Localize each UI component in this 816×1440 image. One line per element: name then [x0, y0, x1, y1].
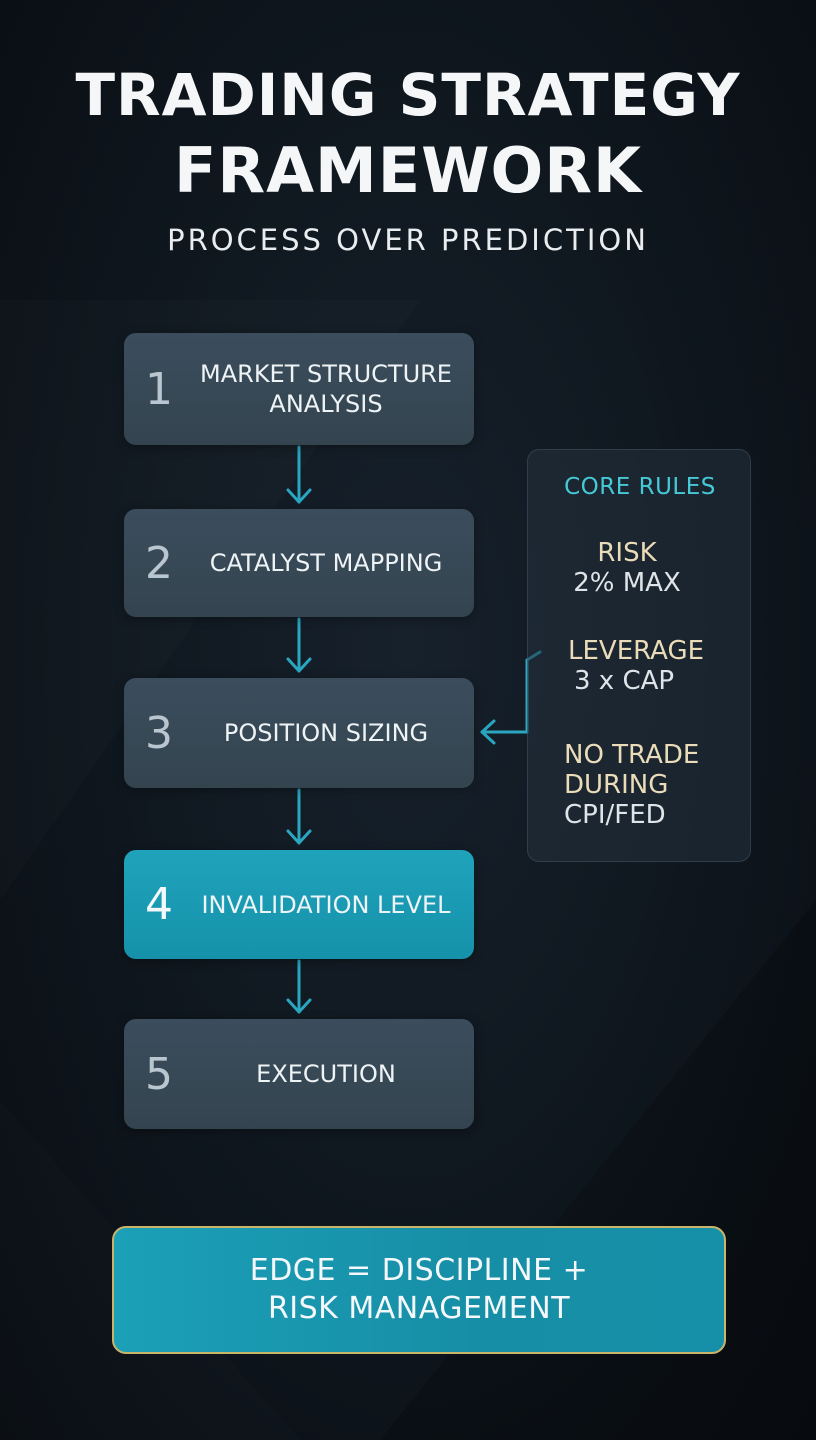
step-label: MARKET STRUCTURE ANALYSIS [200, 360, 452, 418]
rule-leverage: LEVERAGE 3 x CAP [568, 636, 728, 696]
arrow-1-to-2 [286, 445, 312, 504]
step-number: 5 [145, 1048, 173, 1100]
rule-detail: 3 x CAP [574, 666, 675, 696]
step-2-catalyst-mapping: 2 CATALYST MAPPING [124, 509, 474, 617]
step-4-invalidation-level: 4 INVALIDATION LEVEL [124, 850, 474, 959]
rule-no-trade: NO TRADE DURING CPI/FED [564, 740, 744, 830]
step-3-position-sizing: 3 POSITION SIZING [124, 678, 474, 788]
edge-banner-line-2: RISK MANAGEMENT [267, 1291, 571, 1326]
step-1-market-structure-analysis: 1 MARKET STRUCTURE ANALYSIS [124, 333, 474, 445]
rule-heading: NO TRADE DURING [564, 740, 700, 800]
step-number: 3 [145, 707, 173, 759]
rule-heading: RISK [597, 538, 657, 568]
step-number: 4 [145, 879, 173, 930]
rule-detail: 2% MAX [573, 568, 681, 598]
arrow-2-to-3 [286, 617, 312, 673]
step-label: CATALYST MAPPING [209, 549, 443, 577]
rule-detail: CPI/FED [564, 800, 666, 830]
page-title-line-1: TRADING STRATEGY [75, 61, 741, 129]
step-number: 2 [145, 537, 173, 589]
step-label: EXECUTION [256, 1060, 396, 1088]
page-title-line-2: FRAMEWORK [173, 134, 642, 207]
step-5-execution: 5 EXECUTION [124, 1019, 474, 1129]
step-label: POSITION SIZING [223, 719, 429, 747]
edge-banner-line-1: EDGE = DISCIPLINE + [249, 1253, 589, 1288]
rule-risk: RISK 2% MAX [572, 538, 682, 598]
edge-banner: EDGE = DISCIPLINE + RISK MANAGEMENT [112, 1226, 726, 1354]
rule-heading: LEVERAGE [568, 636, 705, 666]
core-rules-title: CORE RULES [564, 474, 716, 500]
core-rules-panel: CORE RULES RISK 2% MAX LEVERAGE 3 x CAP … [527, 449, 751, 862]
page-subtitle: PROCESS OVER PREDICTION [167, 223, 649, 257]
step-label: INVALIDATION LEVEL [201, 890, 451, 919]
arrow-4-to-5 [286, 959, 312, 1014]
arrow-3-to-4 [286, 788, 312, 845]
step-number: 1 [145, 363, 173, 415]
